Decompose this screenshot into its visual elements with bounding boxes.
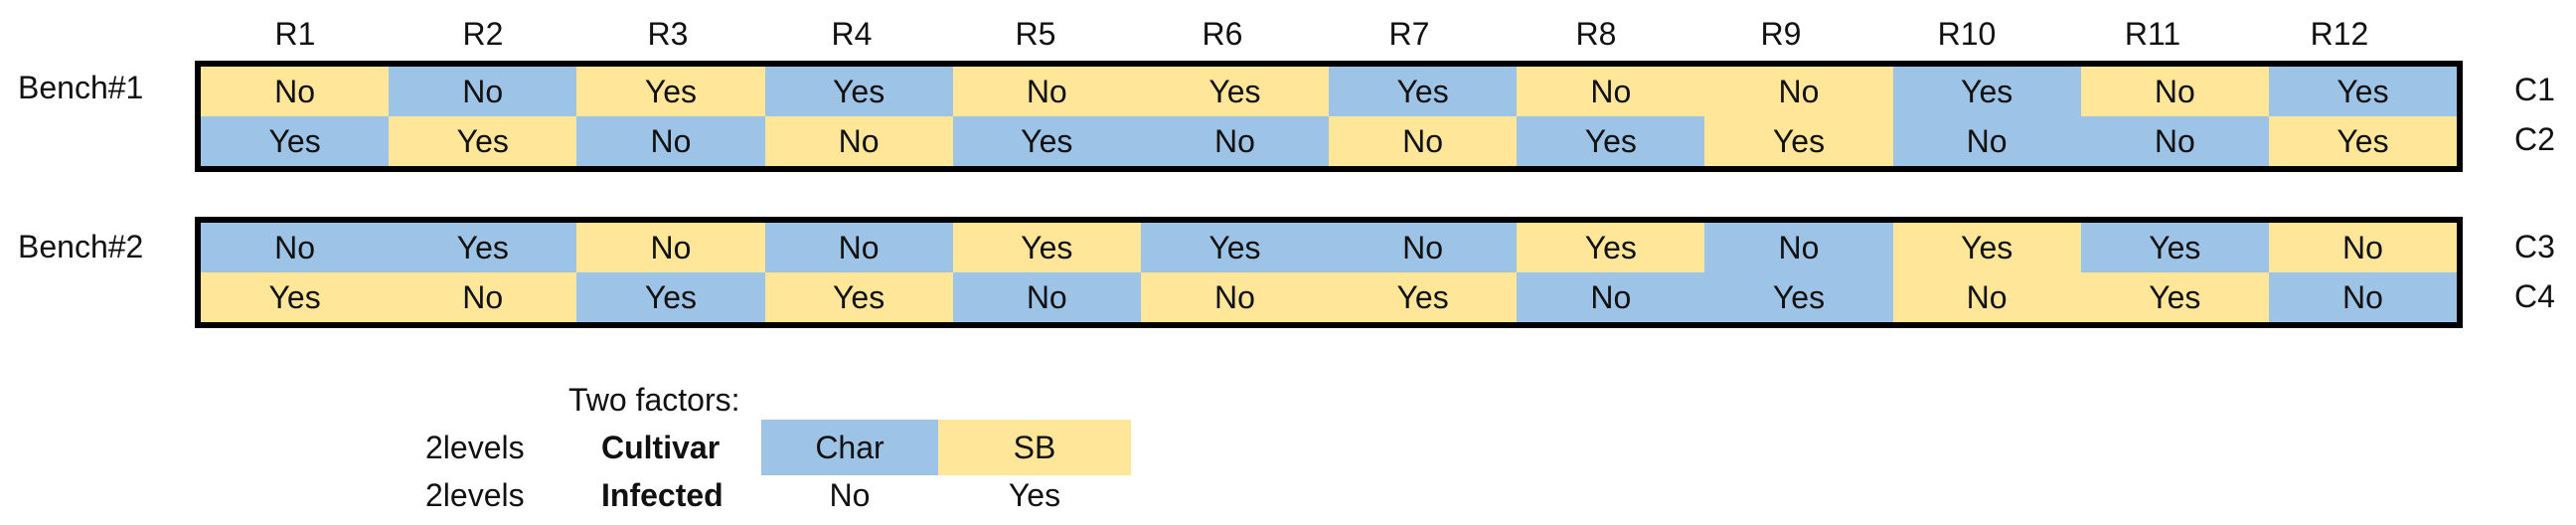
grid-cell: Yes (389, 116, 577, 166)
grid-cell: No (1140, 272, 1330, 322)
legend-factor: Cultivar (601, 430, 721, 465)
row-label: C1 (2514, 72, 2555, 107)
legend-swatch-sb: SB (938, 420, 1131, 475)
legend-swatch-char: Char (761, 420, 938, 475)
grid-cell: No (764, 116, 953, 166)
legend-title: Two factors: (568, 382, 740, 418)
grid-cell: No (764, 223, 953, 272)
row-label: C4 (2514, 278, 2555, 314)
column-header-r2: R2 (462, 16, 504, 52)
grid-cell: Yes (1704, 116, 1893, 166)
row-label: C2 (2514, 121, 2555, 157)
grid-cell: No (1140, 116, 1330, 166)
grid-cell: Yes (1140, 67, 1330, 116)
grid-cell: No (1517, 67, 1705, 116)
grid-cell: Yes (2268, 67, 2458, 116)
grid-cell: Yes (2268, 116, 2458, 166)
grid-cell: Yes (201, 272, 390, 322)
grid-cell: Yes (1517, 223, 1705, 272)
grid-cell: Yes (1329, 272, 1518, 322)
column-header-r8: R8 (1575, 16, 1617, 52)
grid-cell: No (1704, 223, 1893, 272)
column-header-r1: R1 (274, 16, 316, 52)
grid-cell: No (2080, 67, 2269, 116)
legend-level-yes: Yes (1008, 477, 1061, 513)
grid-cell: Yes (576, 272, 765, 322)
column-header-r12: R12 (2310, 16, 2369, 52)
grid-cell: No (1892, 116, 2081, 166)
legend-levels: 2levels (425, 430, 525, 465)
bench-label: Bench#2 (18, 229, 144, 264)
column-header-r11: R11 (2124, 16, 2181, 52)
grid-cell: No (201, 67, 390, 116)
grid-cell: Yes (952, 116, 1141, 166)
grid-cell: Yes (1704, 272, 1893, 322)
grid-cell: No (2268, 223, 2458, 272)
grid-cell: No (1704, 67, 1893, 116)
grid-cell: No (952, 272, 1141, 322)
legend-factor: Infected (601, 477, 724, 513)
column-header-r6: R6 (1202, 16, 1243, 52)
grid-cell: Yes (1140, 223, 1330, 272)
legend-level-no: No (829, 477, 871, 513)
column-header-r5: R5 (1015, 16, 1056, 52)
column-header-r7: R7 (1388, 16, 1430, 52)
grid-cell: No (389, 272, 577, 322)
grid-cell: Yes (1329, 67, 1518, 116)
column-header-r3: R3 (647, 16, 689, 52)
grid-cell: No (2268, 272, 2458, 322)
column-header-r4: R4 (831, 16, 873, 52)
grid-cell: Yes (764, 67, 953, 116)
grid-cell: No (1329, 116, 1518, 166)
row-label: C3 (2514, 229, 2555, 264)
grid-cell: No (576, 116, 765, 166)
grid-cell: No (389, 67, 577, 116)
grid-cell: No (1329, 223, 1518, 272)
grid-cell: Yes (2080, 272, 2269, 322)
grid-cell: No (201, 223, 390, 272)
bench-label: Bench#1 (18, 70, 144, 105)
column-header-r9: R9 (1760, 16, 1802, 52)
grid-cell: No (1517, 272, 1705, 322)
column-header-r10: R10 (1937, 16, 1997, 52)
legend-levels: 2levels (425, 477, 525, 513)
grid-cell: Yes (2080, 223, 2269, 272)
grid-cell: No (576, 223, 765, 272)
grid-cell: No (2080, 116, 2269, 166)
grid-cell: Yes (389, 223, 577, 272)
grid-cell: Yes (1892, 223, 2081, 272)
grid-cell: Yes (764, 272, 953, 322)
grid-cell: Yes (576, 67, 765, 116)
grid-cell: No (1892, 272, 2081, 322)
grid-cell: Yes (201, 116, 390, 166)
grid-cell: Yes (952, 223, 1141, 272)
grid-cell: Yes (1517, 116, 1705, 166)
grid-cell: No (952, 67, 1141, 116)
grid-cell: Yes (1892, 67, 2081, 116)
